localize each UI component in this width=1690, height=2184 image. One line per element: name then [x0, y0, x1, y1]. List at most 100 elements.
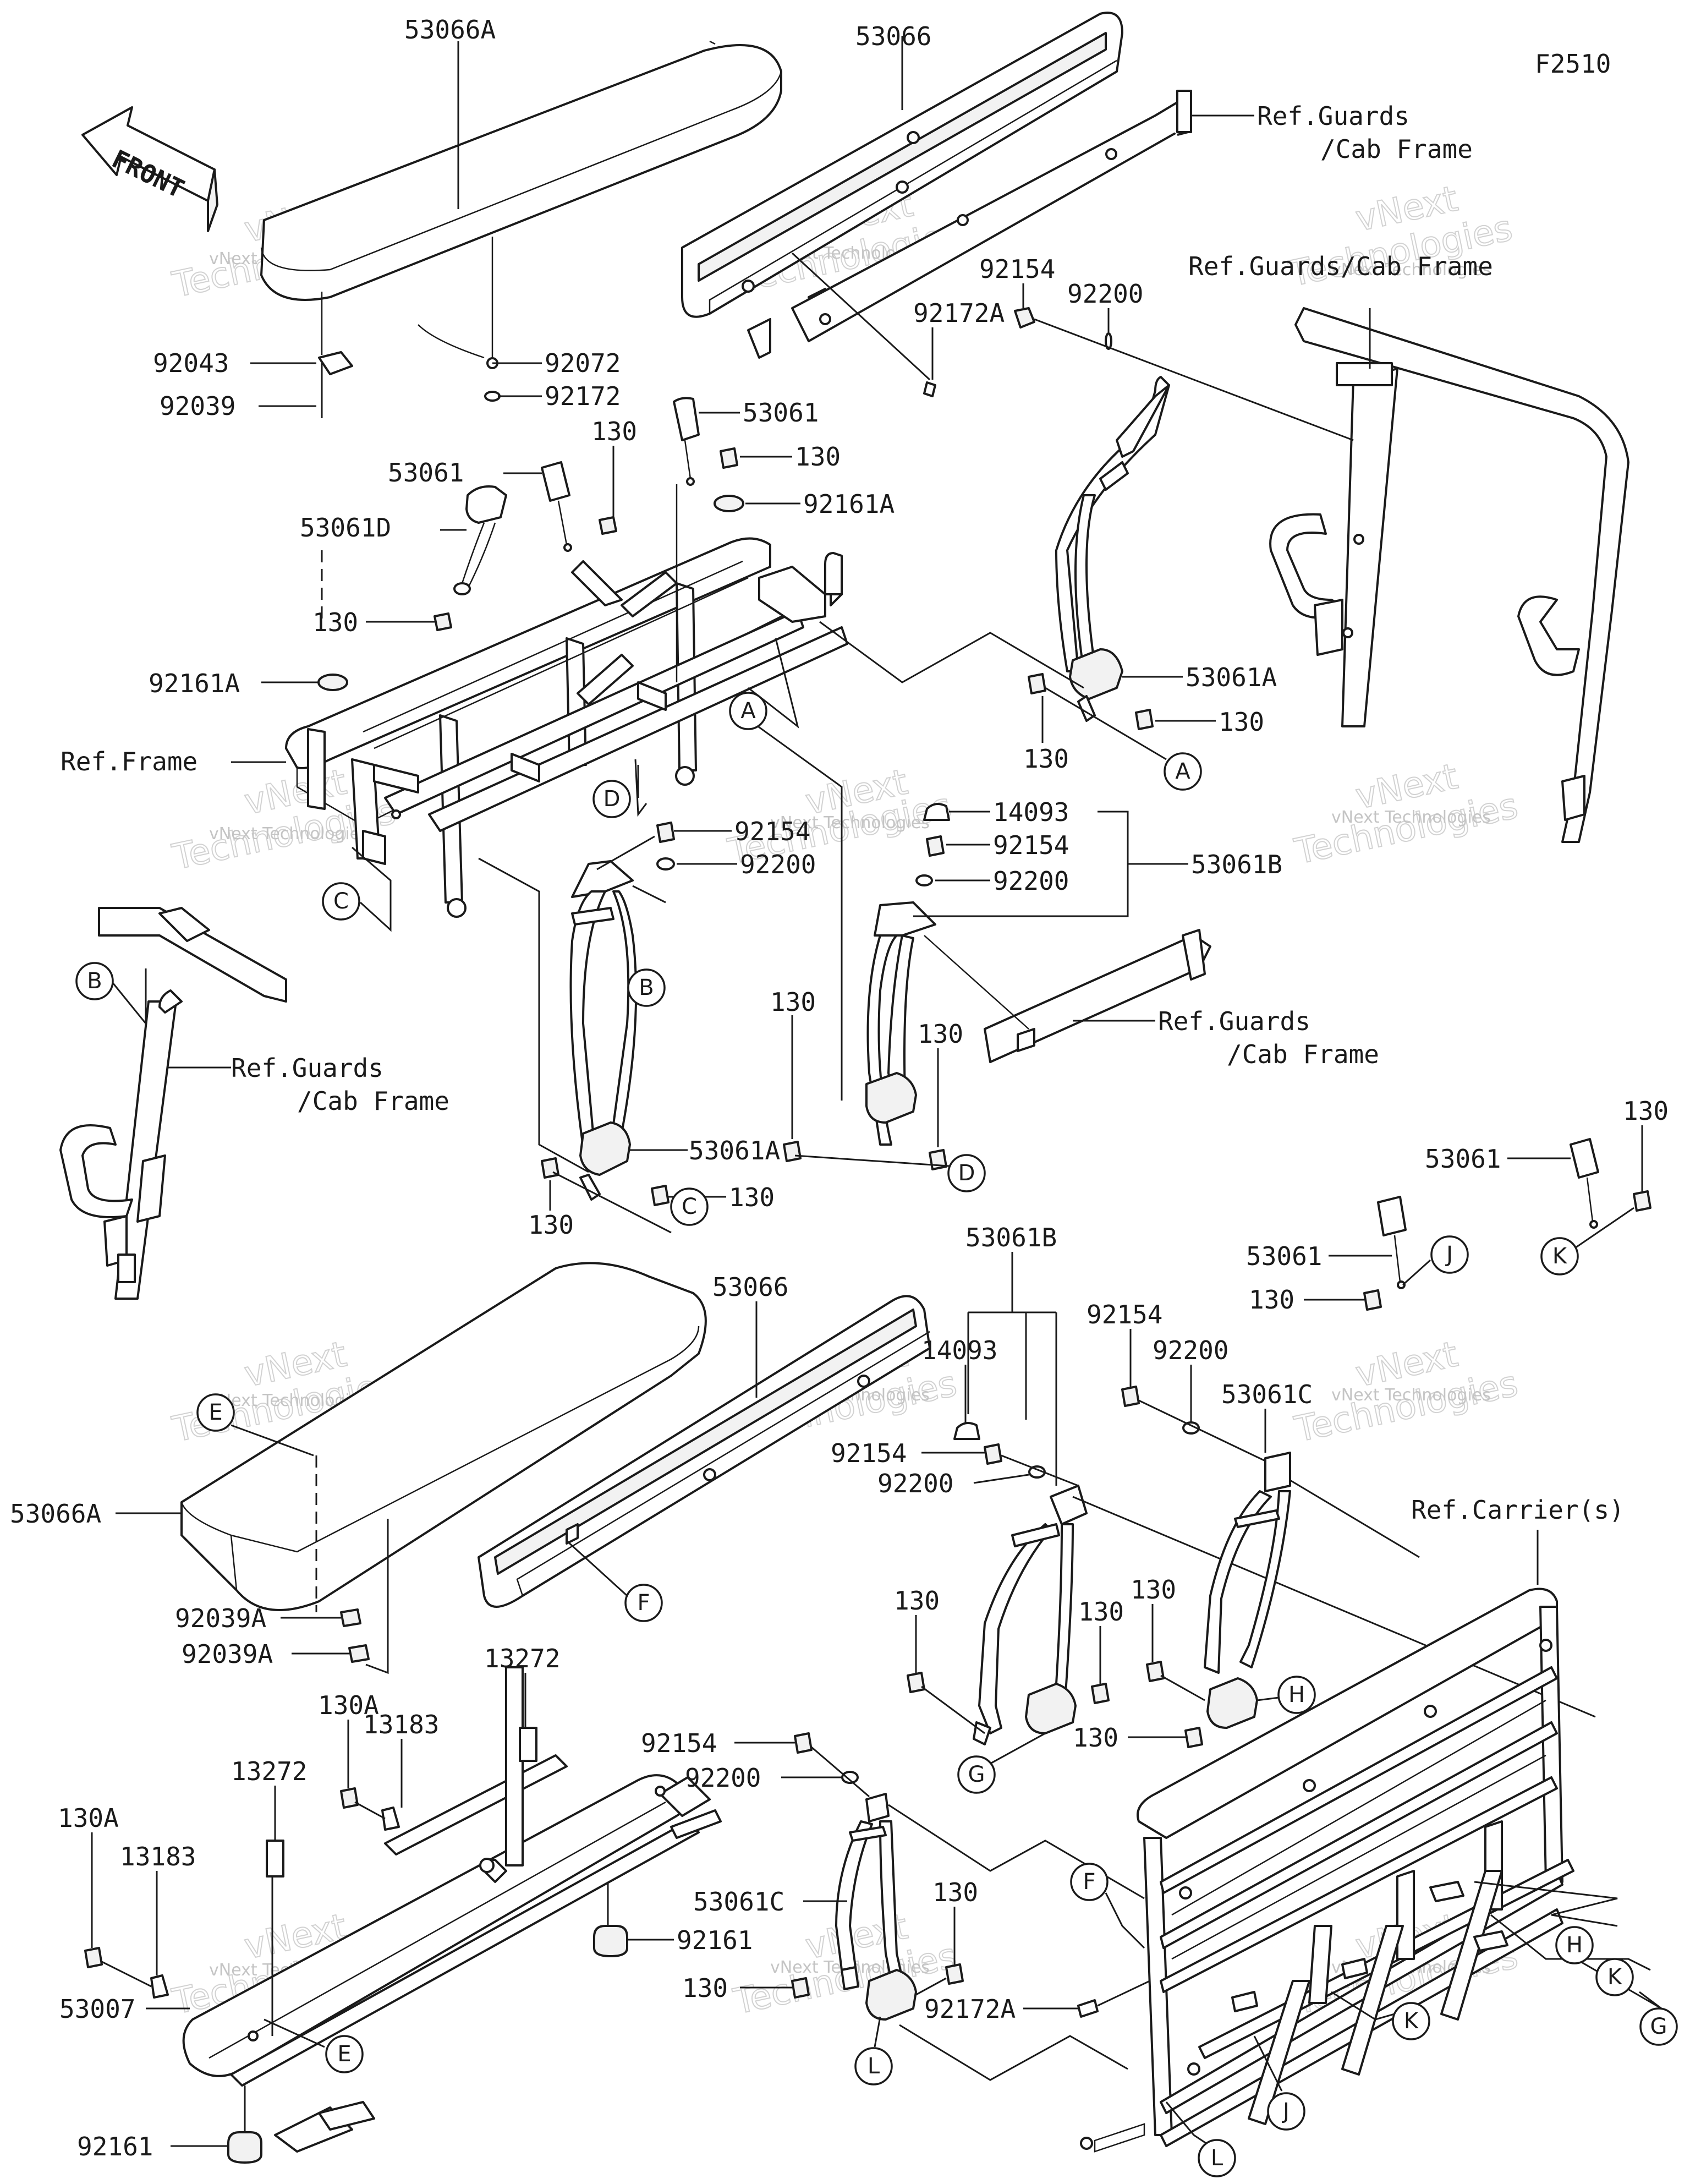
watermark-9: vNext Technologies vNext Technologies — [1291, 1333, 1522, 1450]
bracket-53061B-lower — [967, 1311, 1027, 1420]
leader-callout-E-cushion — [231, 1424, 314, 1457]
leader-frame-to-left-belt — [478, 857, 589, 1173]
seatbelt-53061B-upper — [865, 901, 936, 1146]
svg-text:K: K — [1404, 2008, 1419, 2034]
clip-13183-lower — [150, 1974, 169, 1999]
leader-callout-H-belt — [1256, 1696, 1280, 1701]
washer-92200-upper — [1105, 332, 1112, 350]
svg-text:K: K — [1552, 1244, 1568, 1269]
label-53061-K: 53061 — [1425, 1144, 1501, 1174]
bolt-130-K — [1633, 1190, 1651, 1212]
cap-14093-upper — [923, 803, 950, 821]
callout-H-carrier: H — [1555, 1926, 1594, 1964]
leader-lower-belt-to-carrier — [1072, 1496, 1596, 1718]
label-92161A-left: 92161A — [149, 669, 240, 698]
label-92039: 92039 — [160, 391, 235, 421]
label-130-lower-l-b: 130 — [932, 1878, 978, 1907]
buckle-53061-left — [541, 461, 572, 552]
leader-belt-mid-left-b — [632, 885, 666, 904]
callout-K-carrier-lower: K — [1392, 2002, 1430, 2040]
ref-guards-top-1: Ref.Guards — [1257, 101, 1409, 131]
leader-130-lower-g-a-belt — [921, 1685, 985, 1734]
leader-frame-to-mid-belt — [742, 714, 843, 1101]
bolt-130A-lower — [84, 1947, 103, 1968]
svg-text:H: H — [1566, 1933, 1583, 1958]
svg-text:L: L — [1211, 2145, 1223, 2171]
bolt-130-lower-l-a — [791, 1977, 810, 1999]
label-53007: 53007 — [59, 1994, 135, 2024]
cab-frame-right — [1269, 307, 1629, 843]
seatbelt-53061A-left — [569, 860, 638, 1201]
callout-D-belt: D — [947, 1154, 986, 1192]
leader-belt-upper — [1034, 318, 1354, 441]
leader-lower-right-belt-carrier — [1290, 1479, 1420, 1558]
carrier-frame — [1080, 1588, 1574, 2153]
label-53066-lower: 53066 — [712, 1272, 788, 1302]
callout-B-belt: B — [627, 968, 666, 1007]
leader-callout-D-frame — [634, 759, 648, 817]
svg-text:A: A — [740, 698, 756, 724]
seat-frame-53007 — [182, 1666, 722, 2153]
svg-text:G: G — [1650, 2014, 1667, 2039]
leader-92200-lower-a — [973, 1474, 1029, 1484]
leader-callout-K-buckle — [1573, 1207, 1634, 1250]
label-92200-lower-b: 92200 — [1153, 1335, 1228, 1365]
bolt-92154-mid-left — [656, 822, 675, 843]
label-92200-mid-right: 92200 — [993, 866, 1069, 896]
screw-92172A-lower — [1077, 1999, 1099, 2018]
label-130-frame-b: 130 — [312, 607, 358, 637]
leader-callout-B-left — [109, 968, 147, 1026]
leader-callout-H-carrier — [1474, 1881, 1618, 1927]
grommet-92161A-center — [714, 495, 744, 512]
label-130-mid-right-a: 130 — [770, 987, 816, 1017]
label-130-mid-right-b: 130 — [918, 1019, 963, 1049]
label-92172A: 92172A — [913, 298, 1005, 328]
callout-J-buckle: J — [1430, 1235, 1469, 1274]
leader-callout-F-seatback — [566, 1540, 628, 1597]
bolt-130A-upper — [340, 1787, 359, 1809]
label-130-lower-h-b: 130 — [1073, 1723, 1118, 1753]
leader-callout-L-belt — [874, 2016, 881, 2048]
svg-text:J: J — [1281, 2099, 1290, 2124]
svg-text:D: D — [958, 1161, 975, 1186]
buckle-53061-lower-K — [1570, 1138, 1599, 1229]
main-frame — [285, 537, 848, 918]
grommet-92161A-left — [317, 674, 348, 691]
label-92200-lower-c: 92200 — [685, 1763, 761, 1793]
leader-lower-left-belt-bottom — [899, 2024, 1128, 2081]
callout-L-carrier: L — [1198, 2139, 1236, 2177]
label-92154-lower-a: 92154 — [831, 1438, 907, 1468]
label-92154-lower-b: 92154 — [1087, 1300, 1162, 1329]
ref-guards-left-1: Ref.Guards — [231, 1053, 383, 1083]
ref-guards-mid-2: /Cab Frame — [1227, 1039, 1379, 1069]
bracket-13272-lower — [266, 1840, 284, 1878]
label-130-upper-b: 130 — [1219, 707, 1264, 737]
svg-text:C: C — [682, 1194, 697, 1219]
seatbelt-53061C-upper — [1204, 1452, 1291, 1729]
label-53061C-upper: 53061C — [1221, 1380, 1313, 1409]
label-53061D: 53061D — [300, 513, 391, 543]
bolt-130-frame-a — [599, 516, 617, 535]
svg-text:E: E — [337, 2041, 351, 2067]
label-13272-upper: 13272 — [484, 1644, 560, 1673]
label-92200-mid-left: 92200 — [740, 850, 816, 879]
cab-frame-tube-mid — [924, 929, 1211, 1063]
callout-J-carrier: J — [1267, 2092, 1305, 2131]
leader-130A-to-clip-lower — [101, 1961, 152, 1988]
leader-130-lower-h-a-belt — [1160, 1674, 1205, 1701]
leader-callout-G-belt — [990, 1732, 1046, 1765]
bolt-130-J — [1363, 1289, 1382, 1311]
label-92039A-a: 92039A — [175, 1603, 266, 1633]
leader-belt-mid-left — [596, 835, 655, 871]
svg-text:B: B — [87, 968, 102, 994]
seat-back-lower — [478, 1295, 931, 1608]
bolt-130-lower-g-b — [1091, 1683, 1110, 1704]
screw-92172A — [923, 381, 936, 397]
leader-callout-J-carrier — [1253, 2035, 1283, 2092]
seatbelt-53061B-lower — [973, 1485, 1088, 1745]
label-92200-upper: 92200 — [1067, 279, 1143, 309]
label-53066A-top: 53066A — [404, 15, 496, 45]
callout-G-carrier: G — [1639, 2007, 1678, 2046]
label-53066-top: 53066 — [855, 21, 931, 51]
grommet-92161-left — [227, 2131, 262, 2164]
